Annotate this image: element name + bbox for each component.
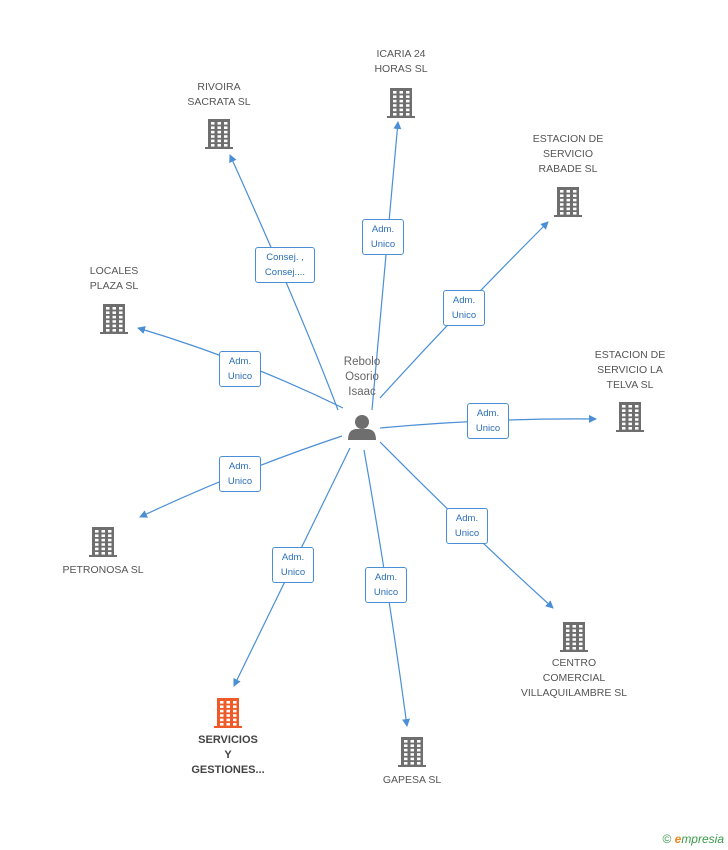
- edge-line-rivoira: [229, 154, 339, 411]
- edge-label-line: Consej. ,: [266, 252, 304, 263]
- company-label-line: GESTIONES...: [191, 764, 265, 776]
- company-label-line: TELVA SL: [606, 379, 654, 391]
- building-icon[interactable]: [398, 737, 426, 767]
- building-icon[interactable]: [554, 187, 582, 217]
- building-icon[interactable]: [560, 622, 588, 652]
- edge-label-line: Adm.: [228, 356, 252, 367]
- edge-label-gapesa[interactable]: Adm. Unico: [365, 567, 407, 603]
- edge-label-line: Unico: [373, 587, 399, 598]
- center-label-line: Isaac: [348, 386, 376, 398]
- company-label-rivoira[interactable]: RIVOIRA SACRATA SL: [139, 80, 299, 110]
- edge-label-line: Adm.: [281, 552, 305, 563]
- edge-label-line: Unico: [370, 239, 396, 250]
- company-label-line: SERVICIO: [543, 148, 593, 160]
- company-label-petronosa[interactable]: PETRONOSA SL: [23, 563, 183, 578]
- building-icon[interactable]: [616, 402, 644, 432]
- company-label-telva[interactable]: ESTACION DE SERVICIO LA TELVA SL: [550, 348, 710, 393]
- company-label-line: VILLAQUILAMBRE SL: [520, 687, 628, 699]
- company-label-servicios[interactable]: SERVICIOS Y GESTIONES...: [148, 733, 308, 778]
- edge-label-line: Unico: [280, 567, 306, 578]
- edge-label-rivoira[interactable]: Consej. , Consej....: [255, 247, 315, 283]
- brand-name: mpresia: [681, 832, 724, 846]
- edge-label-line: Unico: [227, 371, 253, 382]
- company-label-centro[interactable]: CENTRO COMERCIAL VILLAQUILAMBRE SL: [494, 656, 654, 701]
- company-label-line: RIVOIRA: [197, 81, 241, 93]
- edge-label-line: Unico: [451, 310, 477, 321]
- edge-label-line: Consej....: [264, 267, 306, 278]
- edge-label-line: Adm.: [476, 408, 500, 419]
- company-label-line: LOCALES: [89, 265, 139, 277]
- edge-label-icaria[interactable]: Adm. Unico: [362, 219, 404, 255]
- edge-line-icaria: [371, 121, 402, 411]
- company-label-line: SERVICIOS: [198, 734, 258, 746]
- company-label-gapesa[interactable]: GAPESA SL: [332, 773, 492, 788]
- building-icon[interactable]: [387, 88, 415, 118]
- company-label-line: SERVICIO LA: [597, 364, 663, 376]
- center-label-line: Rebolo: [343, 356, 381, 368]
- company-label-line: COMERCIAL: [542, 672, 606, 684]
- footer-brand[interactable]: © empresia: [662, 832, 724, 846]
- edge-label-line: Adm.: [374, 572, 398, 583]
- company-label-line: Y: [224, 749, 232, 761]
- company-label-icaria[interactable]: ICARIA 24 HORAS SL: [321, 47, 481, 77]
- nodes-layer: [89, 88, 644, 767]
- edge-label-line: Unico: [227, 476, 253, 487]
- company-label-line: ESTACION DE: [532, 133, 604, 145]
- edge-label-rabade[interactable]: Adm. Unico: [443, 290, 485, 326]
- company-label-line: PETRONOSA SL: [62, 564, 144, 576]
- copyright-symbol: ©: [662, 832, 672, 846]
- company-label-line: HORAS SL: [374, 63, 428, 75]
- building-icon[interactable]: [205, 119, 233, 149]
- building-icon[interactable]: [89, 527, 117, 557]
- edge-label-line: Unico: [475, 423, 501, 434]
- company-label-line: ESTACION DE: [594, 349, 666, 361]
- brand-e-letter: e: [674, 832, 682, 846]
- edge-label-line: Unico: [454, 528, 480, 539]
- company-label-line: RABADE SL: [538, 163, 598, 175]
- company-label-line: ICARIA 24: [376, 48, 426, 60]
- edge-label-line: Adm.: [228, 461, 252, 472]
- person-icon[interactable]: [348, 415, 376, 440]
- edge-label-servicios[interactable]: Adm. Unico: [272, 547, 314, 583]
- company-label-line: SACRATA SL: [187, 96, 251, 108]
- center-label-line: Osorio: [345, 371, 379, 383]
- building-icon[interactable]: [214, 698, 242, 728]
- building-icon[interactable]: [100, 304, 128, 334]
- edge-label-centro[interactable]: Adm. Unico: [446, 508, 488, 544]
- company-label-locales[interactable]: LOCALES PLAZA SL: [34, 264, 194, 294]
- company-label-line: GAPESA SL: [382, 774, 442, 786]
- company-label-line: PLAZA SL: [89, 280, 139, 292]
- edge-label-telva[interactable]: Adm. Unico: [467, 403, 509, 439]
- edge-label-line: Adm.: [452, 295, 476, 306]
- edge-label-line: Adm.: [455, 513, 479, 524]
- edge-label-petronosa[interactable]: Adm. Unico: [219, 456, 261, 492]
- company-label-line: CENTRO: [551, 657, 597, 669]
- edge-label-locales[interactable]: Adm. Unico: [219, 351, 261, 387]
- company-label-rabade[interactable]: ESTACION DE SERVICIO RABADE SL: [488, 132, 648, 177]
- edge-label-line: Adm.: [371, 224, 395, 235]
